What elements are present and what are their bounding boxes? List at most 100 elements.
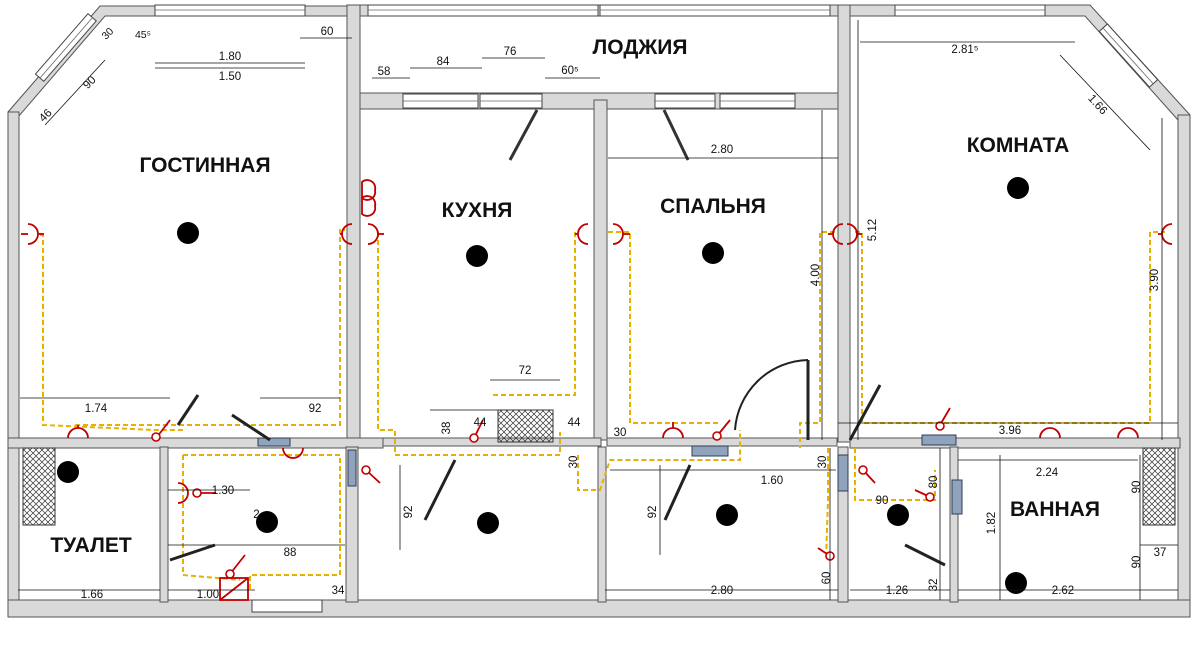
dim-label: 34	[332, 585, 345, 597]
ventilation-shafts	[22, 409, 1176, 526]
switch-icon	[817, 547, 835, 561]
dim-label: 80	[928, 476, 940, 489]
dim-label: 2.81⁵	[951, 44, 978, 56]
room-label-lodzhiya: ЛОДЖИЯ	[593, 36, 688, 59]
socket-icon	[361, 179, 377, 217]
ceiling-light-icon	[466, 245, 488, 267]
room-label-komnata: КОМНАТА	[967, 134, 1070, 157]
switch-icon	[192, 488, 216, 498]
radiator-icon	[951, 479, 963, 515]
socket-icon	[282, 447, 304, 459]
dim-label: 92	[647, 506, 659, 519]
switch-icon	[935, 407, 951, 431]
ceiling-lights	[57, 177, 1029, 594]
dim-label: 2.	[253, 509, 263, 521]
switches	[151, 407, 951, 601]
dimension-labels: 1.80 1.50 60 30 45⁵ 90 46 58 84 76 60⁵ 2…	[37, 25, 1166, 601]
dim-label: 1.82	[986, 512, 998, 534]
radiator-icon	[257, 437, 291, 447]
dim-label: 2.80	[711, 585, 733, 597]
dim-label: 76	[504, 46, 517, 58]
dim-label: 60⁵	[561, 65, 579, 77]
switch-icon	[361, 465, 381, 484]
dim-label: 72	[519, 365, 532, 377]
switch-icon	[858, 465, 876, 484]
ceiling-light-icon	[1007, 177, 1029, 199]
radiator-icon	[837, 454, 849, 492]
dim-label: 90	[876, 495, 889, 507]
dim-label: 5.12	[867, 219, 879, 241]
room-labels: ГОСТИННАЯ КУХНЯ СПАЛЬНЯ КОМНАТА ЛОДЖИЯ Т…	[50, 36, 1100, 557]
dim-label: 30	[817, 456, 829, 469]
dim-label: 3.96	[999, 425, 1021, 437]
radiator-icon	[921, 434, 957, 446]
doors	[169, 359, 946, 567]
dim-label: 1.30	[212, 485, 234, 497]
dim-label: 1.66	[81, 589, 103, 601]
dim-label: 2.24	[1036, 467, 1059, 479]
walls	[7, 4, 1191, 618]
dim-label: 38	[441, 422, 453, 435]
electrical-panel-icon	[219, 577, 249, 601]
dim-label: 1.74	[85, 403, 108, 415]
socket-icon	[1158, 223, 1173, 245]
dim-label: 2.62	[1052, 585, 1074, 597]
room-label-kukhnya: КУХНЯ	[442, 199, 513, 222]
switch-icon	[469, 419, 484, 443]
socket-icon	[21, 223, 44, 245]
dim-label: 1.66	[1085, 93, 1109, 118]
dim-label: 2.80	[711, 144, 733, 156]
socket-icon	[575, 223, 589, 245]
dim-label: 90	[1131, 556, 1143, 569]
dim-label: 60	[821, 572, 833, 585]
dim-label: 90	[81, 74, 99, 92]
socket-icon	[67, 425, 89, 439]
socket-icon	[1039, 427, 1061, 439]
dim-label: 44	[474, 417, 487, 429]
dim-label: 46	[37, 107, 55, 125]
dim-label: 88	[284, 547, 297, 559]
switch-icon	[914, 489, 935, 502]
room-label-spalnya: СПАЛЬНЯ	[660, 195, 766, 218]
dim-label: 90	[1131, 481, 1143, 494]
dim-label: 37	[1154, 547, 1167, 559]
ceiling-light-icon	[177, 222, 199, 244]
ceiling-light-icon	[477, 512, 499, 534]
room-label-gostinnaya: ГОСТИННАЯ	[139, 154, 270, 177]
socket-icon	[662, 422, 684, 439]
ceiling-light-icon	[57, 461, 79, 483]
radiator-icon	[347, 449, 357, 487]
dim-label: 1.80	[219, 51, 241, 63]
socket-icon	[340, 223, 353, 245]
dim-label: 60	[321, 26, 334, 38]
dim-label: 1.60	[761, 475, 783, 487]
dim-label: 30	[100, 25, 117, 42]
ceiling-light-icon	[716, 504, 738, 526]
dim-label: 1.50	[219, 71, 241, 83]
dim-label: 30	[614, 427, 627, 439]
dim-label: 58	[378, 66, 391, 78]
socket-icon	[1117, 427, 1139, 439]
ventilation-shaft-icon	[22, 447, 56, 526]
ceiling-light-icon	[702, 242, 724, 264]
dim-label: 1.26	[886, 585, 908, 597]
switch-icon	[225, 554, 246, 579]
dim-label: 3.90	[1149, 269, 1161, 291]
switch-icon	[151, 419, 171, 442]
windows	[34, 4, 1159, 613]
room-label-tualet: ТУАЛЕТ	[50, 534, 131, 557]
dim-label: 30	[568, 456, 580, 469]
wiring	[40, 229, 1165, 590]
socket-icon	[367, 223, 384, 245]
dim-label: 92	[309, 403, 322, 415]
radiator-icon	[691, 445, 729, 457]
dim-label: 32	[928, 579, 940, 592]
socket-icon	[177, 482, 189, 504]
socket-icon	[828, 223, 844, 245]
dim-label: 84	[437, 56, 450, 68]
ceiling-light-icon	[887, 504, 909, 526]
dim-label: 92	[403, 506, 415, 519]
room-label-vannaya: ВАННАЯ	[1010, 498, 1100, 521]
dim-label: 45⁵	[135, 29, 151, 41]
ceiling-light-icon	[1005, 572, 1027, 594]
